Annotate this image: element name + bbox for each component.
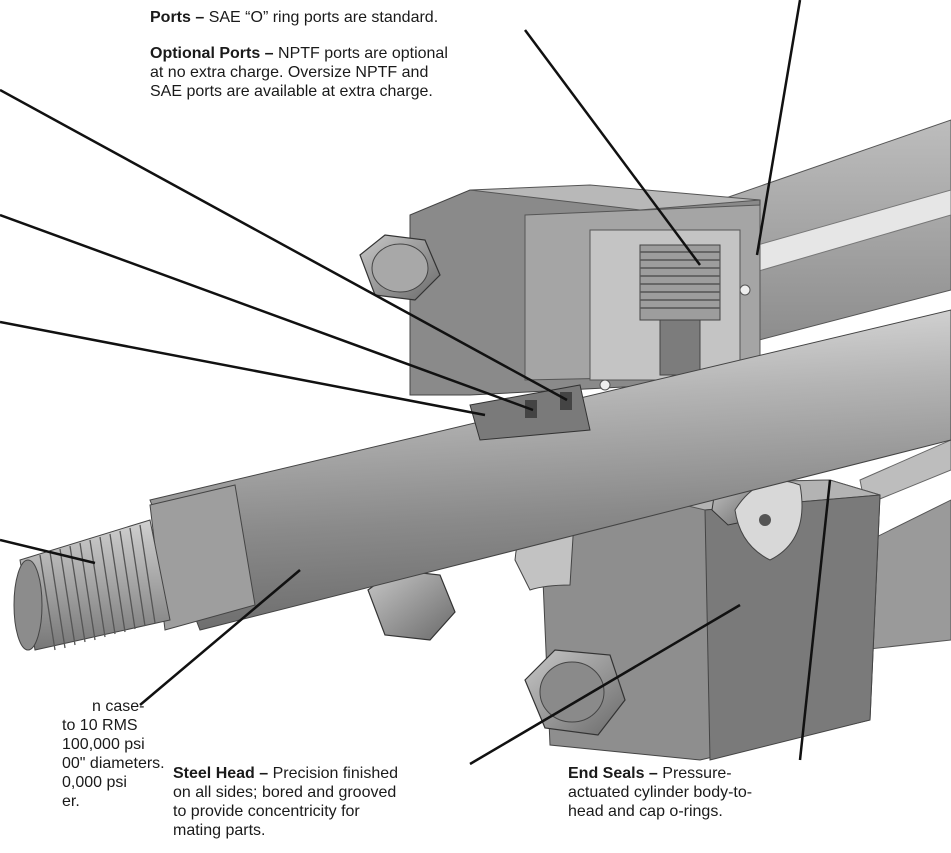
rod-line-2: to 10 RMS <box>62 717 138 734</box>
leader-left-3 <box>0 320 486 417</box>
rod-line-3: 100,000 psi <box>62 736 145 753</box>
piston-rod <box>149 309 951 631</box>
end-seals-title: End Seals – <box>568 765 658 782</box>
steel-head-line-2: on all sides; bored and grooved <box>173 784 397 801</box>
optional-ports-line-1: NPTF ports are optional <box>278 45 448 62</box>
port-thread <box>640 251 720 309</box>
rod-callout-partial: n case- to 10 RMS 100,000 psi 00" diamet… <box>0 697 165 811</box>
tie-rod-nut-lower-front <box>524 649 626 736</box>
optional-ports-line-2: at no extra charge. Oversize NPTF and <box>150 64 429 81</box>
rod-line-1: n case- <box>92 698 145 715</box>
leader-lines <box>0 0 832 766</box>
leader-ports <box>523 29 702 266</box>
steel-head-title: Steel Head – <box>173 765 269 782</box>
steel-head-line-4: mating parts. <box>173 822 266 839</box>
optional-ports-title: Optional Ports – <box>150 45 274 62</box>
end-seals-line-1: Pressure- <box>662 765 732 782</box>
leader-top-right <box>755 0 802 256</box>
steel-head-upper <box>409 184 761 396</box>
steel-head-line-1: Precision finished <box>272 765 399 782</box>
leader-end-seals <box>798 479 832 761</box>
leader-left-2 <box>0 213 534 412</box>
steel-head-callout: Steel Head – Precision finished on all s… <box>173 764 398 840</box>
optional-ports-line-3: SAE ports are available at extra charge. <box>150 83 433 100</box>
ports-callout: Ports – SAE “O” ring ports are standard. <box>150 8 438 27</box>
tie-rod-nut-upper <box>359 234 441 301</box>
end-seals-line-2: actuated cylinder body-to- <box>568 784 753 801</box>
rod-line-6: er. <box>62 793 80 810</box>
rod-end-thread <box>13 519 171 651</box>
ports-text: SAE “O” ring ports are standard. <box>208 9 439 26</box>
steel-head-line-3: to provide concentricity for <box>173 803 360 820</box>
leader-rod-end <box>0 538 96 565</box>
leader-left-1 <box>0 88 568 402</box>
rod-line-5: 0,000 psi <box>62 774 127 791</box>
end-seals-line-3: head and cap o-rings. <box>568 803 723 820</box>
ports-title: Ports – <box>150 9 205 26</box>
optional-ports-callout: Optional Ports – NPTF ports are optional… <box>150 44 448 101</box>
leader-steel-head <box>469 603 741 766</box>
rod-line-4: 00" diameters. <box>62 755 165 772</box>
end-seals-callout: End Seals – Pressure- actuated cylinder … <box>568 764 752 821</box>
leader-rod <box>139 569 301 706</box>
